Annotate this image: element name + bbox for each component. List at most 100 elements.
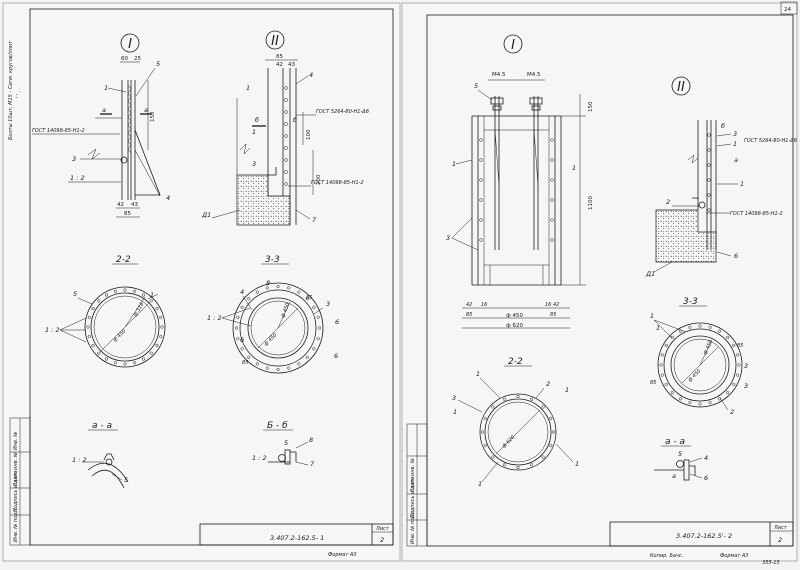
svg-text:II: II bbox=[677, 80, 685, 95]
svg-text:1: 1 bbox=[150, 291, 154, 299]
svg-text:ф 450: ф 450 bbox=[280, 302, 291, 319]
svg-text:Взам. инв. №: Взам. инв. № bbox=[410, 458, 416, 492]
bolt-hole bbox=[736, 353, 740, 357]
bolt-hole bbox=[549, 416, 553, 420]
svg-text:1: 1 bbox=[733, 140, 737, 148]
svg-text:2: 2 bbox=[546, 380, 550, 388]
svg-text:2: 2 bbox=[778, 536, 782, 544]
bolt-hole bbox=[737, 363, 741, 367]
bolt-hole bbox=[255, 362, 259, 366]
bolt-hole bbox=[155, 343, 159, 348]
bolt-hole bbox=[726, 391, 730, 395]
svg-text:43: 43 bbox=[288, 62, 295, 68]
svg-text:1 : 2: 1 : 2 bbox=[70, 174, 85, 182]
bolt-hole bbox=[541, 455, 545, 459]
svg-text:3: 3 bbox=[744, 382, 748, 390]
svg-text:3: 3 bbox=[72, 155, 76, 163]
svg-text:1: 1 bbox=[246, 84, 250, 92]
bolt-hole bbox=[659, 363, 663, 367]
svg-text:2: 2 bbox=[380, 536, 384, 544]
bolt-hole bbox=[276, 284, 280, 289]
bolt-hole bbox=[91, 306, 95, 311]
svg-text:а: а bbox=[144, 106, 148, 114]
svg-text:1: 1 bbox=[478, 480, 482, 488]
svg-text:42: 42 bbox=[553, 302, 559, 308]
svg-text:2: 2 bbox=[666, 198, 670, 206]
sheet-right: 2 4 Инв. № подл. Подпись и дата Взам. инв… bbox=[401, 1, 798, 566]
bolt-hole bbox=[141, 357, 146, 361]
bolt-hole bbox=[97, 351, 101, 355]
svg-text:3: 3 bbox=[744, 362, 748, 370]
bolt-hole bbox=[87, 335, 91, 339]
bolt-hole bbox=[265, 286, 269, 290]
bolt-hole bbox=[276, 367, 280, 372]
svg-text:5: 5 bbox=[474, 82, 478, 90]
bolt-hole bbox=[240, 305, 244, 309]
svg-text:6: 6 bbox=[704, 474, 708, 482]
bolt-hole bbox=[160, 325, 164, 329]
bolt-hole bbox=[234, 326, 239, 330]
svg-text:ГОСТ 14098-85-Н1-2: ГОСТ 14098-85-Н1-2 bbox=[730, 211, 783, 217]
svg-text:а - а: а - а bbox=[92, 421, 112, 431]
bolt-hole bbox=[247, 355, 251, 359]
svg-text:5: 5 bbox=[73, 290, 77, 298]
bolt-hole bbox=[113, 361, 117, 365]
svg-text:ГОСТ 14098-85-Н1-2: ГОСТ 14098-85-Н1-2 bbox=[311, 180, 364, 186]
bolt-hole bbox=[660, 373, 664, 377]
bolt-hole bbox=[287, 286, 291, 290]
svg-text:2: 2 bbox=[730, 408, 734, 416]
bolt-hole bbox=[305, 297, 309, 301]
bolt-hole bbox=[113, 289, 117, 293]
svg-text:1: 1 bbox=[575, 460, 579, 468]
bolt-hole bbox=[480, 430, 485, 434]
bolt-hole bbox=[491, 405, 495, 409]
bolt-hole bbox=[717, 329, 722, 333]
bolt-hole bbox=[708, 325, 712, 329]
bolt-hole bbox=[660, 353, 664, 357]
svg-text:85: 85 bbox=[242, 360, 248, 366]
bolt-hole bbox=[91, 343, 95, 348]
svg-text:4: 4 bbox=[166, 194, 170, 202]
svg-text:1 : 2: 1 : 2 bbox=[207, 314, 222, 322]
bolt-hole bbox=[255, 290, 259, 294]
svg-text:I: I bbox=[128, 37, 132, 52]
bolt-hole bbox=[726, 335, 730, 339]
svg-text:М4.5: М4.5 bbox=[492, 72, 506, 78]
bolt-hole bbox=[236, 337, 240, 341]
svg-text:Подпись и дата: Подпись и дата bbox=[410, 477, 416, 518]
bolt-hole bbox=[670, 391, 674, 395]
bolt-hole bbox=[133, 361, 137, 365]
svg-text:1: 1 bbox=[565, 386, 569, 394]
svg-text:4: 4 bbox=[704, 454, 708, 462]
svg-text:6: 6 bbox=[240, 336, 244, 344]
svg-text:Б - б: Б - б bbox=[267, 421, 288, 431]
svg-text:85: 85 bbox=[550, 312, 556, 318]
bolt-hole bbox=[149, 351, 153, 355]
svg-text:Д1: Д1 bbox=[645, 270, 655, 278]
bolt-hole bbox=[491, 455, 495, 459]
svg-text:1: 1 bbox=[656, 324, 660, 332]
sheet-left: Болты 10шт, М15 - Сегм. кругов/плит ' ' … bbox=[2, 2, 401, 562]
svg-text:85: 85 bbox=[124, 211, 131, 217]
svg-text:Инв. № подл.: Инв. № подл. bbox=[410, 510, 416, 545]
bolt-hole bbox=[312, 305, 316, 309]
view-I-right: I bbox=[446, 34, 594, 329]
bolt-hole bbox=[483, 444, 487, 448]
bolt-hole bbox=[698, 324, 702, 328]
svg-text:Формат А3: Формат А3 bbox=[328, 552, 356, 558]
svg-text:М4.5: М4.5 bbox=[527, 72, 541, 78]
svg-text:Инв. №: Инв. № bbox=[13, 432, 19, 450]
bolt-hole bbox=[551, 430, 556, 434]
svg-text:5: 5 bbox=[284, 439, 288, 447]
bolt-hole bbox=[502, 397, 506, 401]
bolt-hole bbox=[688, 401, 692, 405]
bolt-hole bbox=[516, 465, 520, 470]
svg-text:1: 1 bbox=[572, 164, 576, 172]
svg-text:5: 5 bbox=[678, 450, 682, 458]
bolt-hole bbox=[516, 394, 520, 399]
svg-text:б: б bbox=[721, 122, 725, 130]
svg-text:1: 1 bbox=[104, 84, 108, 92]
svg-text:1: 1 bbox=[252, 128, 256, 136]
handwritten-note: Болты 10шт, М15 - Сегм. кругов/плит bbox=[8, 40, 14, 140]
bolt-hole bbox=[297, 362, 301, 366]
